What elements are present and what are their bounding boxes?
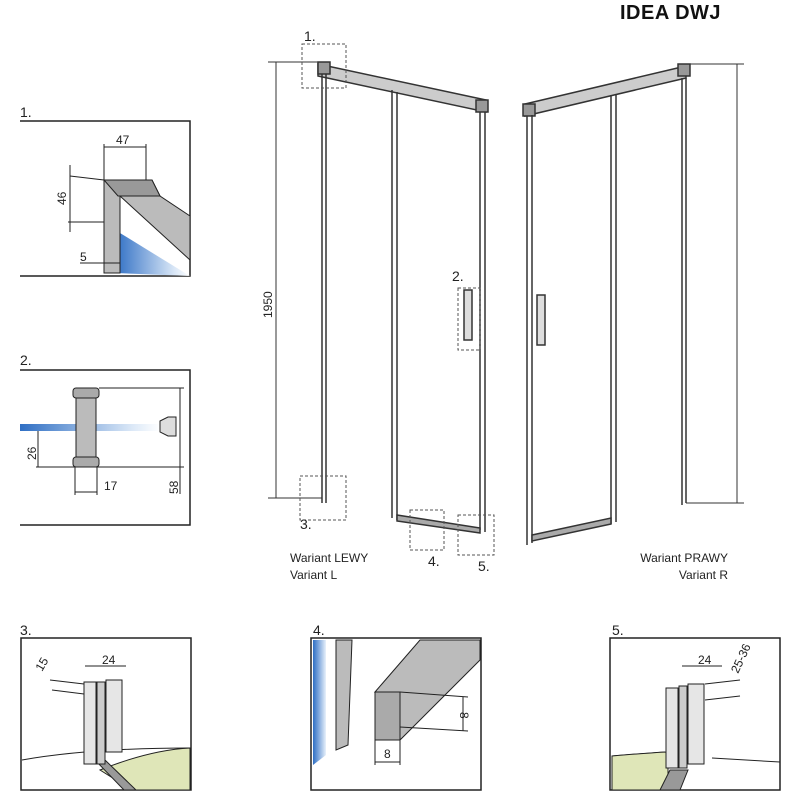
variant-right-caption: Wariant PRAWY Variant R [640,550,728,584]
dim-15: 15 [32,655,51,674]
door-variant-left [317,61,489,534]
height-dimension-lines [268,61,744,504]
detail-1-label: 1. [20,104,32,120]
detail-1-drawing [20,120,191,277]
variant-left-line1: Wariant LEWY [290,551,369,565]
detail-5-drawing [609,637,781,791]
product-title: IDEA DWJ [620,2,722,24]
detail-4-drawing [310,637,482,791]
dim-24-right: 24 [698,653,712,667]
detail-3-label: 3. [20,622,32,638]
callout-2: 2. [452,268,464,284]
detail-2-label: 2. [20,352,32,368]
dim-8-height: 8 [457,712,471,719]
dim-24-left: 24 [102,653,116,667]
variant-right-line2: Variant R [678,568,728,582]
dim-47: 47 [116,133,130,147]
callout-boxes [299,43,495,556]
callout-4: 4. [428,553,440,569]
callout-1: 1. [304,28,316,44]
dim-17: 17 [104,479,118,493]
detail-5-label: 5. [612,622,624,638]
dim-5: 5 [80,250,87,264]
detail-3-drawing [20,637,192,791]
dim-8-width: 8 [384,747,391,761]
detail-2-drawing [20,369,191,526]
callout-5: 5. [478,558,490,574]
dim-25-36: 25-36 [728,641,754,675]
callout-3: 3. [300,516,312,532]
dim-58: 58 [167,480,181,494]
variant-left-line2: Variant L [290,568,338,582]
detail-4-label: 4. [313,622,325,638]
variant-left-caption: Wariant LEWY Variant L [290,550,368,584]
dim-26: 26 [25,446,39,460]
dim-46: 46 [55,191,69,205]
variant-right-line1: Wariant PRAWY [640,551,728,565]
dim-1950: 1950 [261,291,275,318]
door-variant-right [522,63,691,545]
